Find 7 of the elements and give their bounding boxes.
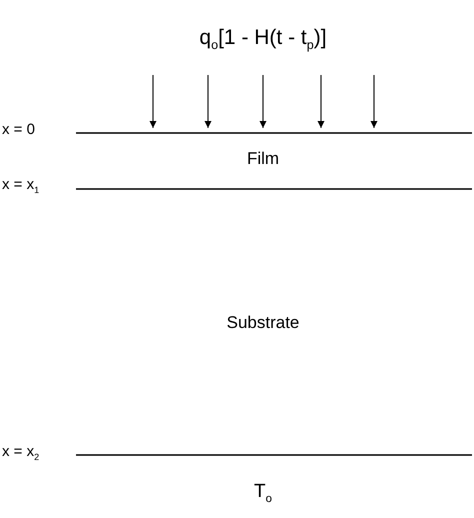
- temperature-label: T$_{o}$: [254, 482, 272, 506]
- layer-label: Film: [246, 150, 280, 169]
- boundary-label: x = 0: [2, 122, 35, 138]
- layer-label: Substrate: [226, 314, 300, 333]
- boundary-label: x = x$_{1}$: [2, 177, 40, 196]
- heat-flux-formula: q$_{o}$[1 - H(t - t$_{p}$)]: [199, 26, 327, 54]
- boundary-label: x = x$_{2}$: [2, 444, 40, 463]
